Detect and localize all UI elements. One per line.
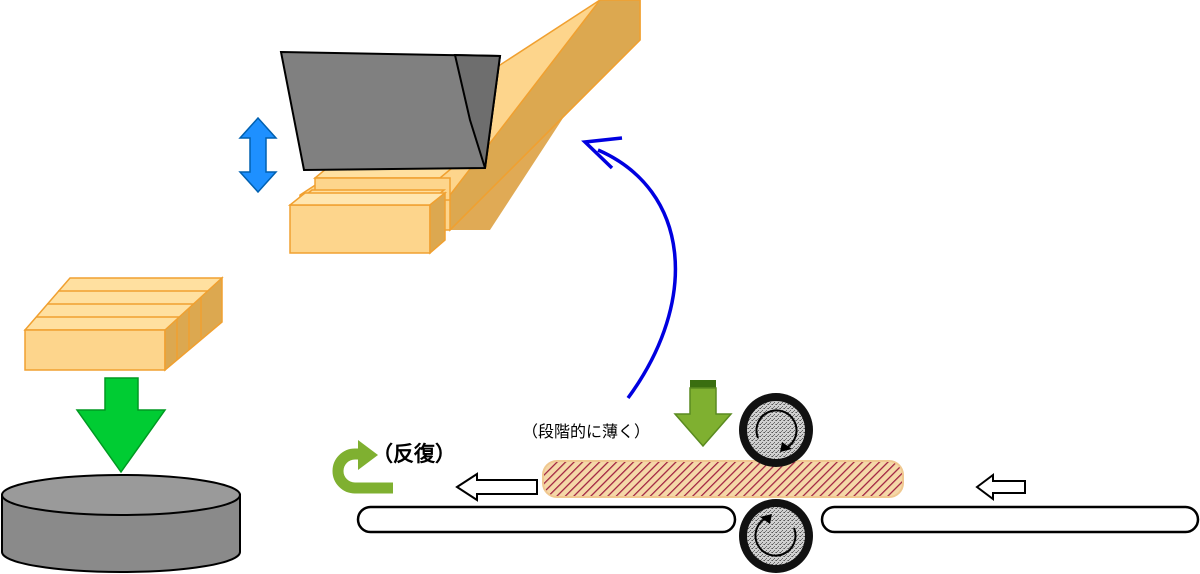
u-turn-arrow-icon: [332, 440, 393, 494]
rotation-icon: [755, 409, 798, 452]
label-thin-stepwise: （段階的に薄く）: [522, 422, 651, 441]
noodle-bundle: [23, 276, 224, 372]
conveyor-belt-right: [820, 505, 1200, 534]
up-down-arrow-icon: [238, 116, 278, 194]
rotation-icon: [754, 514, 797, 557]
label-repeat: （反復）: [372, 442, 456, 466]
return-curve-arrow: [581, 136, 678, 400]
conveyor-belt-left: [356, 505, 737, 534]
upper-roller: [739, 393, 813, 467]
left-arrow-icon: [455, 472, 538, 502]
left-arrow-icon: [975, 473, 1026, 501]
cutter-blade: [279, 50, 502, 172]
down-arrow-icon: [673, 380, 733, 448]
container: [0, 474, 241, 573]
cut-noodle-strips: [287, 167, 455, 255]
dough-sheet-rolled: [542, 460, 904, 498]
lower-roller: [739, 499, 813, 573]
down-arrow-icon: [75, 377, 167, 474]
